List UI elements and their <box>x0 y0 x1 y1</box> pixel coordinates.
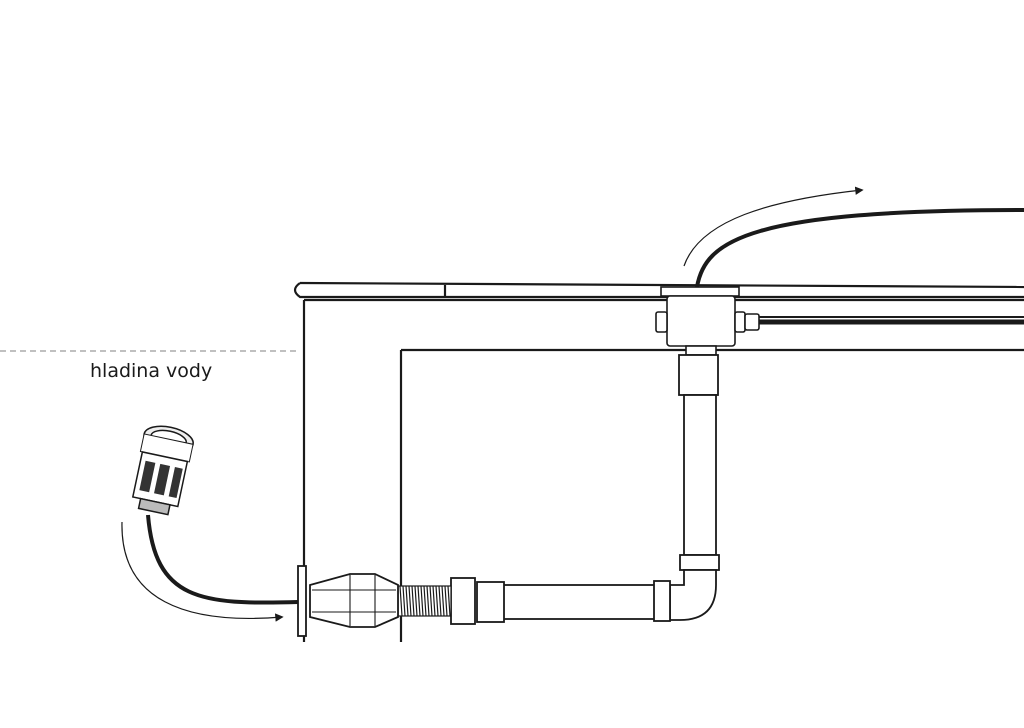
arrow-icon <box>683 186 864 267</box>
wall-fitting-lines <box>312 575 396 626</box>
water-level-label: hladina vody <box>90 360 213 382</box>
threaded-coupling <box>397 585 452 617</box>
hose-nozzle-icon <box>131 425 194 516</box>
air-hose <box>695 208 1024 288</box>
horizontal-pipe <box>450 569 717 625</box>
wall-fitting <box>297 565 399 637</box>
arrow-icon <box>121 521 284 622</box>
tub-wall <box>293 281 1024 642</box>
cable <box>759 316 1024 325</box>
vertical-pipe <box>678 354 720 571</box>
hose <box>146 514 299 605</box>
junction-box-icon <box>655 286 760 356</box>
